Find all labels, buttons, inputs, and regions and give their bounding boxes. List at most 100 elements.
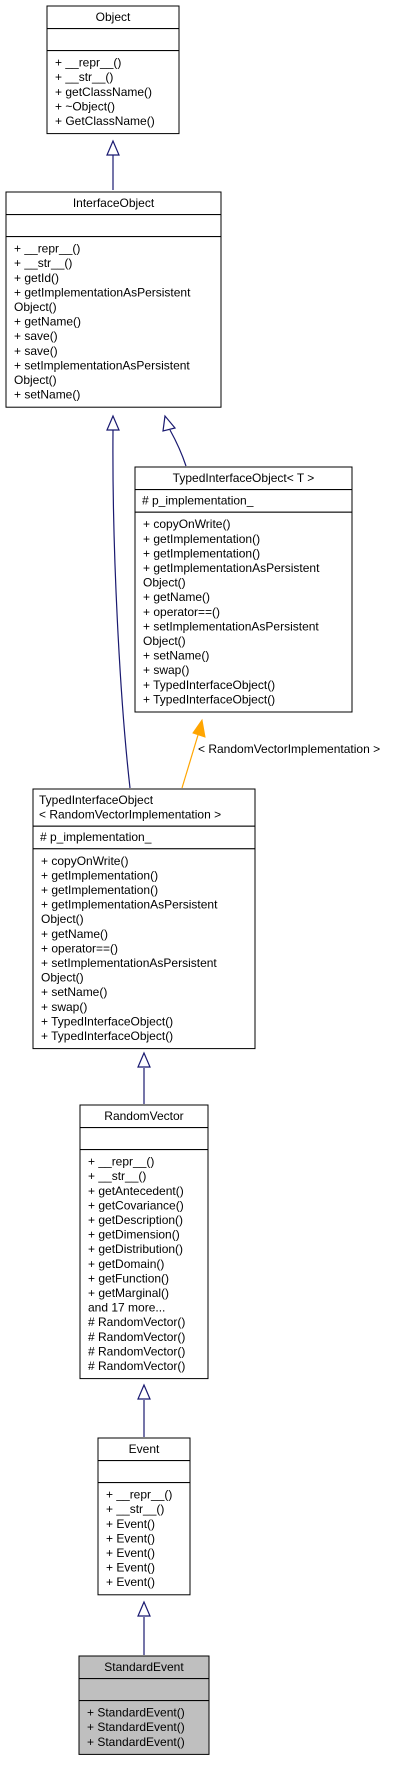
class-member: + setImplementationAsPersistent	[41, 956, 217, 970]
class-event[interactable]: Event+ __repr__()+ __str__()+ Event()+ E…	[97, 1437, 191, 1596]
class-member: + Event()	[106, 1546, 155, 1560]
class-member: + getMarginal()	[88, 1286, 169, 1300]
class-member: + getAntecedent()	[88, 1184, 184, 1198]
class-member: + setImplementationAsPersistent	[143, 619, 319, 633]
class-title-line: InterfaceObject	[73, 196, 155, 210]
class-members-section	[97, 1482, 191, 1596]
class-member: + getImplementation()	[143, 532, 260, 546]
edge-template-binding	[181, 734, 199, 789]
class-typedinterfaceobject-t[interactable]: TypedInterfaceObject< T > # p_implementat…	[134, 466, 353, 713]
class-member: + __str__()	[55, 70, 113, 84]
class-typedinterfaceobject-randomvectorimplementation[interactable]: TypedInterfaceObject< RandomVectorImplem…	[32, 788, 256, 1050]
class-member: + getName()	[14, 315, 81, 329]
class-title-line: TypedInterfaceObject	[39, 793, 154, 807]
class-member: + save()	[14, 329, 58, 343]
class-member: + Event()	[106, 1575, 155, 1589]
arrowhead-event	[137, 1600, 151, 1617]
class-member: # RandomVector()	[88, 1330, 185, 1344]
class-member: + getName()	[41, 927, 108, 941]
class-attributes-section	[46, 28, 180, 52]
class-object[interactable]: Object + __repr__()+ __str__()+ getClassN…	[46, 5, 180, 135]
arrowhead-randomvector	[137, 1383, 151, 1400]
class-member: + getFunction()	[88, 1271, 169, 1285]
edge-typedrv-to-interfaceobject	[112, 429, 131, 789]
arrowhead-template	[192, 718, 206, 738]
class-member: + TypedInterfaceObject()	[143, 678, 275, 692]
class-member: + __repr__()	[88, 1155, 154, 1169]
class-member: + __str__()	[88, 1169, 146, 1183]
class-member: + TypedInterfaceObject()	[143, 692, 275, 706]
template-binding-label: < RandomVectorImplementation >	[198, 742, 380, 756]
class-member: + __repr__()	[14, 242, 80, 256]
arrowhead-typedrv	[137, 1051, 151, 1068]
class-member: + __str__()	[14, 256, 72, 270]
class-member: Object()	[14, 300, 57, 314]
class-member: + getImplementation()	[41, 883, 158, 897]
class-member: Object()	[143, 634, 186, 648]
class-member: # RandomVector()	[88, 1344, 185, 1358]
class-member: + Event()	[106, 1561, 155, 1575]
class-member: Object()	[143, 576, 186, 590]
class-members-section	[46, 50, 180, 135]
class-member: + getImplementationAsPersistent	[14, 285, 191, 299]
class-title-line: Object	[96, 10, 131, 24]
edges: < RandomVectorImplementation >	[106, 139, 380, 1655]
class-member: + getDistribution()	[88, 1242, 183, 1256]
class-member: + getImplementationAsPersistent	[143, 561, 320, 575]
class-member: + StandardEvent()	[87, 1720, 185, 1734]
class-member: Object()	[41, 971, 84, 985]
class-member: + getImplementationAsPersistent	[41, 898, 218, 912]
class-member: Object()	[41, 912, 84, 926]
class-members-section	[78, 1700, 210, 1755]
class-member: + setName()	[143, 649, 209, 663]
class-member: + getClassName()	[55, 85, 152, 99]
class-member: + Event()	[106, 1531, 155, 1545]
class-member: + Event()	[106, 1517, 155, 1531]
class-member: + __str__()	[106, 1502, 164, 1516]
class-title-line: Event	[129, 1442, 160, 1456]
class-member: + operator==()	[143, 605, 220, 619]
class-member: + __repr__()	[55, 56, 121, 70]
class-member: and 17 more...	[88, 1301, 165, 1315]
arrowhead-interfaceobject-right	[162, 414, 177, 432]
class-attribute: # p_implementation_	[142, 494, 254, 508]
edge-typedt-to-interfaceobject	[169, 429, 187, 467]
class-member: + getDomain()	[88, 1257, 164, 1271]
class-member: + GetClassName()	[55, 114, 155, 128]
class-member: + getDimension()	[88, 1228, 180, 1242]
class-title-line: TypedInterfaceObject< T >	[173, 471, 315, 485]
class-member: + getCovariance()	[88, 1198, 184, 1212]
class-member: + TypedInterfaceObject()	[41, 1029, 173, 1043]
class-members-section	[32, 848, 256, 1050]
arrowhead-interfaceobject-left	[106, 414, 120, 431]
class-member: + swap()	[41, 1000, 87, 1014]
class-member: + setName()	[41, 985, 107, 999]
class-member: + getId()	[14, 271, 59, 285]
class-title-line: RandomVector	[104, 1109, 183, 1123]
arrowhead-object	[106, 139, 120, 156]
class-member: # RandomVector()	[88, 1359, 185, 1373]
class-member: + save()	[14, 344, 58, 358]
class-members-section	[79, 1149, 209, 1380]
class-member: + getName()	[143, 590, 210, 604]
class-member: # RandomVector()	[88, 1315, 185, 1329]
class-member: + ~Object()	[55, 99, 115, 113]
class-member: + StandardEvent()	[87, 1706, 185, 1720]
class-members-section	[5, 236, 222, 408]
class-member: + copyOnWrite()	[143, 517, 230, 531]
class-randomvector[interactable]: RandomVector+ __repr__()+ __str__()+ get…	[79, 1104, 209, 1380]
class-members-section	[134, 511, 353, 713]
class-member: + StandardEvent()	[87, 1735, 185, 1749]
class-member: + setName()	[14, 388, 80, 402]
class-member: Object()	[14, 373, 57, 387]
class-interfaceobject[interactable]: InterfaceObject+ __repr__()+ __str__()+ …	[5, 191, 222, 408]
class-attributes-section	[97, 1460, 191, 1484]
class-member: + operator==()	[41, 941, 118, 955]
class-member: + getDescription()	[88, 1213, 183, 1227]
class-title-line: StandardEvent	[104, 1660, 184, 1674]
class-standardevent[interactable]: StandardEvent+ StandardEvent()+ Standard…	[78, 1655, 210, 1755]
class-member: + __repr__()	[106, 1488, 172, 1502]
class-member: + setImplementationAsPersistent	[14, 358, 190, 372]
class-member: + getImplementation()	[41, 868, 158, 882]
class-member: + swap()	[143, 663, 189, 677]
